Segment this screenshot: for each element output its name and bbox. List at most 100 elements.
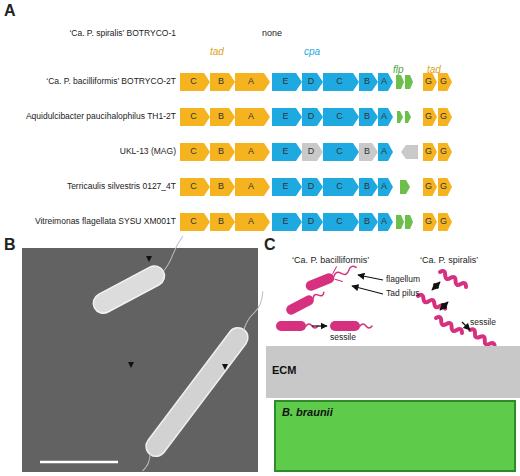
- gene-arrow: B: [210, 73, 235, 91]
- gene-arrow: G: [423, 213, 437, 231]
- strain-name: Terricaulis silvestris 0127_4T: [67, 182, 176, 191]
- gene-arrow: C: [180, 108, 210, 126]
- state-label: sessile: [330, 333, 356, 342]
- gene-letter: C: [323, 181, 356, 191]
- gene-arrow: G: [423, 178, 437, 196]
- gene-arrow: E: [272, 213, 302, 231]
- gene-arrow: B: [210, 143, 235, 161]
- absence-note: none: [262, 29, 282, 39]
- gene-arrow: E: [272, 143, 302, 161]
- gene-letter: B: [359, 111, 375, 121]
- structure-label: flagellum: [386, 275, 420, 284]
- state-label: sessile: [470, 318, 496, 327]
- gene-arrow: D: [302, 108, 323, 126]
- gene-arrow: C: [323, 178, 359, 196]
- gene-arrow: A: [235, 73, 270, 91]
- gene-letter: D: [302, 181, 320, 191]
- gene-letter: B: [359, 181, 375, 191]
- gene-arrow: G: [423, 108, 437, 126]
- gene-letter: G: [423, 76, 434, 86]
- gene-letter: C: [323, 216, 356, 226]
- gene-arrow: B: [210, 178, 235, 196]
- gene-letter: D: [302, 76, 320, 86]
- gene-letter: A: [235, 111, 267, 121]
- gene-arrow: A: [235, 178, 270, 196]
- alga-cell-box: B. braunii: [274, 400, 516, 472]
- gene-arrow: E: [272, 73, 302, 91]
- gene-arrow: A: [378, 178, 393, 196]
- gene-letter: A: [235, 146, 267, 156]
- gene-arrow: A: [235, 213, 270, 231]
- gene-letter: G: [438, 181, 449, 191]
- panel-letter: C: [264, 236, 276, 254]
- gene-letter: G: [423, 181, 434, 191]
- gene-letter: A: [235, 216, 267, 226]
- gene-letter: B: [210, 111, 232, 121]
- gene-letter: G: [438, 216, 449, 226]
- gene-arrow: C: [180, 143, 210, 161]
- gene-arrow: C: [323, 108, 359, 126]
- panel-letter: B: [4, 236, 16, 254]
- gene-arrow: C: [323, 213, 359, 231]
- gene-letter: C: [323, 146, 356, 156]
- organism-label: ‘Ca. P. bacilliformis’: [292, 256, 369, 266]
- strain-name: ‘Ca. P. bacilliformis’ BOTRYCO-2T: [46, 77, 176, 86]
- transition-arrows: [312, 275, 470, 330]
- gene-letter: G: [423, 216, 434, 226]
- gene-letter: D: [302, 111, 320, 121]
- gene-arrow: B: [359, 178, 378, 196]
- gene-arrow: G: [438, 143, 452, 161]
- gene-letter: A: [235, 76, 267, 86]
- gene-letter: C: [180, 216, 207, 226]
- strain-name: Vitreimonas flagellata SYSU XM001T: [35, 217, 176, 226]
- gene-arrow: C: [323, 73, 359, 91]
- gene-letter: B: [210, 146, 232, 156]
- gene-arrow: G: [423, 73, 437, 91]
- gene-letter: E: [272, 111, 299, 121]
- gene-letter: A: [378, 76, 390, 86]
- gene-letter: B: [359, 146, 375, 156]
- gene-letter: E: [272, 216, 299, 226]
- gene-letter: C: [323, 111, 356, 121]
- gene-letter: C: [180, 76, 207, 86]
- gene-arrow: G: [423, 143, 437, 161]
- strain-name: ‘Ca. P. spiralis’ BOTRYCO-1: [69, 29, 176, 38]
- gene-arrow: A: [235, 108, 270, 126]
- gene-letter: G: [438, 146, 449, 156]
- gene-arrow: D: [302, 178, 323, 196]
- gene-letter: G: [438, 111, 449, 121]
- gene-letter: A: [378, 111, 390, 121]
- strain-name: UKL-13 (MAG): [120, 147, 176, 156]
- gene-letter: C: [180, 146, 207, 156]
- gene-letter: E: [272, 76, 299, 86]
- gene-letter: A: [378, 216, 390, 226]
- gene-arrow: B: [359, 108, 378, 126]
- structure-label: Tad pilus: [386, 289, 420, 298]
- gene-letter: B: [210, 76, 232, 86]
- gene-arrow: C: [180, 73, 210, 91]
- gene-letter: B: [210, 216, 232, 226]
- gene-arrow: E: [272, 178, 302, 196]
- gene-arrow: G: [438, 73, 452, 91]
- gene-letter: A: [235, 181, 267, 191]
- locus-name: tad: [210, 46, 224, 57]
- gene-arrow: G: [438, 213, 452, 231]
- gene-letter: D: [302, 146, 320, 156]
- gene-arrow: A: [235, 143, 270, 161]
- gene-letter: E: [272, 181, 299, 191]
- gene-arrow: C: [323, 143, 359, 161]
- gene-letter: A: [378, 146, 390, 156]
- gene-arrow: B: [359, 143, 378, 161]
- gene-arrow: G: [438, 178, 452, 196]
- flp-genes: [396, 75, 418, 229]
- strain-name: Aquidulcibacter paucihalophilus TH1-2T: [26, 112, 176, 121]
- gene-letter: B: [210, 181, 232, 191]
- region-label: B. braunii: [282, 406, 333, 418]
- gene-arrow: D: [302, 143, 323, 161]
- gene-arrow: D: [302, 213, 323, 231]
- gene-arrow: C: [180, 178, 210, 196]
- gene-letter: E: [272, 146, 299, 156]
- gene-letter: C: [323, 76, 356, 86]
- gene-letter: G: [423, 146, 434, 156]
